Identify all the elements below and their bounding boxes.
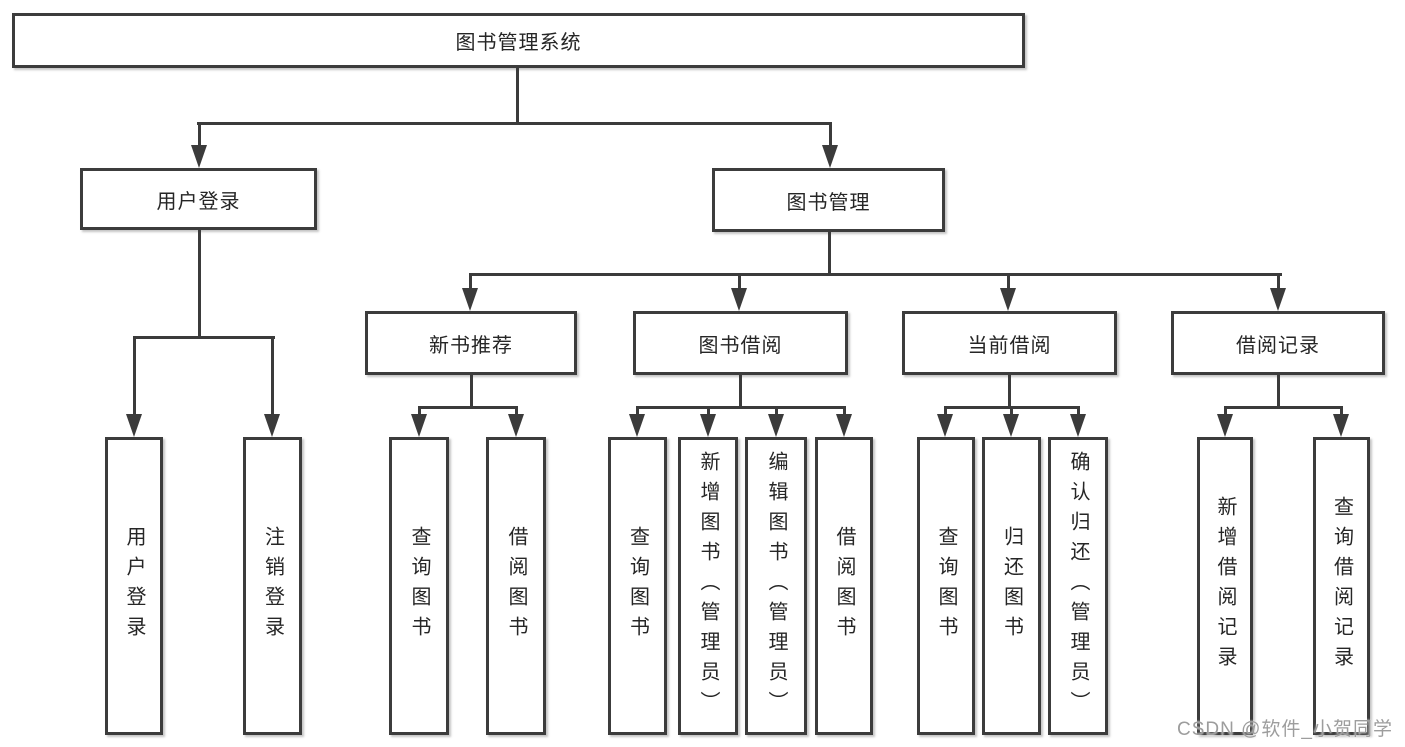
connector-line <box>271 336 274 420</box>
arrowhead-down-icon <box>700 414 716 437</box>
connector-line <box>739 375 742 409</box>
arrowhead-down-icon <box>1070 414 1086 437</box>
connector-line <box>738 273 741 293</box>
csdn-watermark: CSDN @软件_小贺同学 <box>1177 719 1393 740</box>
connector-line <box>133 336 275 339</box>
connector-line <box>197 122 832 125</box>
leaf-logout: 注销登录 <box>243 437 302 735</box>
connector-line <box>828 232 831 276</box>
arrowhead-down-icon <box>411 414 427 437</box>
connector-line <box>775 406 778 420</box>
connector-line <box>133 336 136 420</box>
arrowhead-down-icon <box>191 145 207 168</box>
connector-line <box>418 406 518 409</box>
leaf-borrow-books-borrowing: 借阅图书 <box>815 437 873 735</box>
node-system: 图书管理系统 <box>12 13 1025 68</box>
connector-line <box>707 406 710 420</box>
connector-line <box>1077 406 1080 420</box>
arrowhead-down-icon <box>768 414 784 437</box>
connector-line <box>1340 406 1343 420</box>
connector-line <box>469 273 1282 276</box>
connector-line <box>1010 406 1013 420</box>
arrowhead-down-icon <box>1270 288 1286 311</box>
leaf-edit-books-admin: 编辑图书（管理员） <box>745 437 807 735</box>
arrowhead-down-icon <box>822 145 838 168</box>
arrowhead-down-icon <box>1217 414 1233 437</box>
connector-line <box>1277 273 1280 293</box>
connector-line <box>515 406 518 420</box>
arrowhead-down-icon <box>731 288 747 311</box>
arrowhead-down-icon <box>1000 288 1016 311</box>
connector-line <box>198 230 201 339</box>
connector-line <box>843 406 846 420</box>
leaf-return-books: 归还图书 <box>982 437 1041 735</box>
node-user-login: 用户登录 <box>80 168 317 230</box>
leaf-confirm-return-admin: 确认归还（管理员） <box>1048 437 1108 735</box>
node-borrowing-records: 借阅记录 <box>1171 311 1385 375</box>
leaf-add-books-admin: 新增图书（管理员） <box>678 437 738 735</box>
connector-line <box>516 68 519 125</box>
connector-line <box>1007 273 1010 293</box>
arrowhead-down-icon <box>629 414 645 437</box>
leaf-add-borrow-record: 新增借阅记录 <box>1197 437 1253 735</box>
connector-line <box>636 406 639 420</box>
connector-line <box>470 375 473 409</box>
leaf-query-books-current: 查询图书 <box>917 437 975 735</box>
arrowhead-down-icon <box>462 288 478 311</box>
leaf-borrow-books-recommend: 借阅图书 <box>486 437 546 735</box>
connector-line <box>1224 406 1343 409</box>
leaf-query-borrow-record: 查询借阅记录 <box>1313 437 1370 735</box>
arrowhead-down-icon <box>1333 414 1349 437</box>
connector-line <box>1277 375 1280 409</box>
leaf-user-login: 用户登录 <box>105 437 163 735</box>
arrowhead-down-icon <box>264 414 280 437</box>
leaf-query-books-recommend: 查询图书 <box>389 437 449 735</box>
node-current-borrowing: 当前借阅 <box>902 311 1117 375</box>
connector-line <box>829 122 832 150</box>
arrowhead-down-icon <box>126 414 142 437</box>
connector-line <box>944 406 947 420</box>
arrowhead-down-icon <box>508 414 524 437</box>
arrowhead-down-icon <box>1003 414 1019 437</box>
arrowhead-down-icon <box>937 414 953 437</box>
arrowhead-down-icon <box>836 414 852 437</box>
connector-line <box>636 406 846 409</box>
node-book-borrowing: 图书借阅 <box>633 311 848 375</box>
connector-line <box>418 406 421 420</box>
connector-line <box>1008 375 1011 409</box>
connector-line <box>198 122 201 150</box>
connector-line <box>469 273 472 293</box>
leaf-query-books-borrowing: 查询图书 <box>608 437 667 735</box>
connector-line <box>1224 406 1227 420</box>
node-book-management: 图书管理 <box>712 168 945 232</box>
node-new-book-recommendation: 新书推荐 <box>365 311 577 375</box>
